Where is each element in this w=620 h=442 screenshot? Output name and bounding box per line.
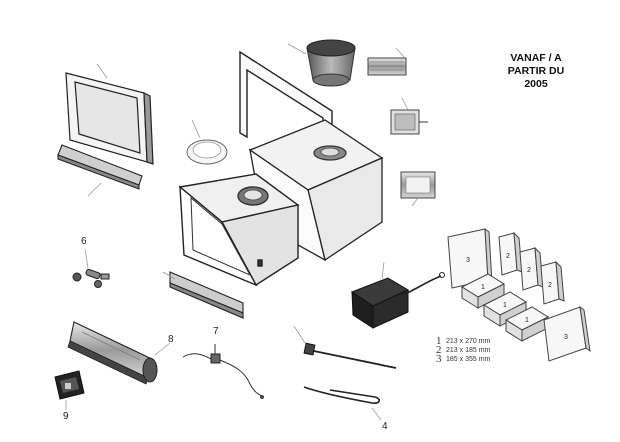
brick-label-3b: 3 [564,334,568,341]
dimension-size: 213 x 185 mm [446,347,491,354]
shutter-part [390,97,428,135]
door-frame-part [65,63,154,165]
dimension-size: 213 x 270 mm [446,338,491,345]
dimension-row-3: 3 185 x 355 mm [436,353,491,365]
front-cassette-part [178,173,300,287]
heading-line-3: 2005 [524,78,548,90]
rocker-switch-part [54,370,85,410]
part-number-7: 7 [213,326,219,337]
rake-tool-part [293,325,397,369]
firebrick-2b: 2 [519,246,544,291]
part-number-9: 9 [63,411,69,422]
part-number-4: 4 [382,421,388,432]
brick-label-1b: 1 [503,302,507,309]
brick-label-3a: 3 [466,257,470,264]
dimension-key: 2 [436,344,442,356]
dimension-row-1: 1 213 x 270 mm [436,335,491,347]
firebrick-set: 3 2 2 2 1 1 [447,227,591,362]
brick-label-1a: 1 [481,284,485,291]
brick-label-1c: 1 [525,317,529,324]
part-number-8: 8 [168,334,174,345]
dimension-row-2: 2 213 x 185 mm [436,344,491,356]
firebrick-1c: 1 [504,306,550,342]
fittings-part [72,248,110,288]
firebrick-2c: 2 [540,260,565,305]
bottom-tray-part [162,271,244,319]
brick-dimensions-legend: 1 213 x 270 mm 2 213 x 185 mm 3 185 x 35… [436,335,491,365]
ring-collar-part [186,119,228,165]
deflector-strip-part [57,144,143,197]
firebrick-1a: 1 [460,273,506,309]
firebrick-3b: 3 [543,305,591,362]
model-heading: VANAF / A PARTIR DU 2005 [488,52,584,91]
part-number-6: 6 [81,236,87,247]
dimension-key: 1 [436,335,442,347]
firebrick-2a: 2 [498,231,523,276]
door-hook-tool-part [303,386,382,421]
glass-plate-part [400,171,436,207]
brick-label-2a: 2 [506,253,510,260]
brick-label-2c: 2 [548,282,552,289]
grille-plate-part [367,47,407,76]
dimension-size: 185 x 355 mm [446,356,491,363]
heading-line-2: PARTIR DU [507,65,565,77]
heading-line-1: VANAF / A [510,52,562,64]
ash-pan-part [350,261,445,329]
flue-collar-part [287,39,356,87]
sensor-cable-part [182,344,264,399]
dimension-key: 3 [436,353,442,365]
brick-label-2b: 2 [527,267,531,274]
blower-fan-part [67,321,171,385]
